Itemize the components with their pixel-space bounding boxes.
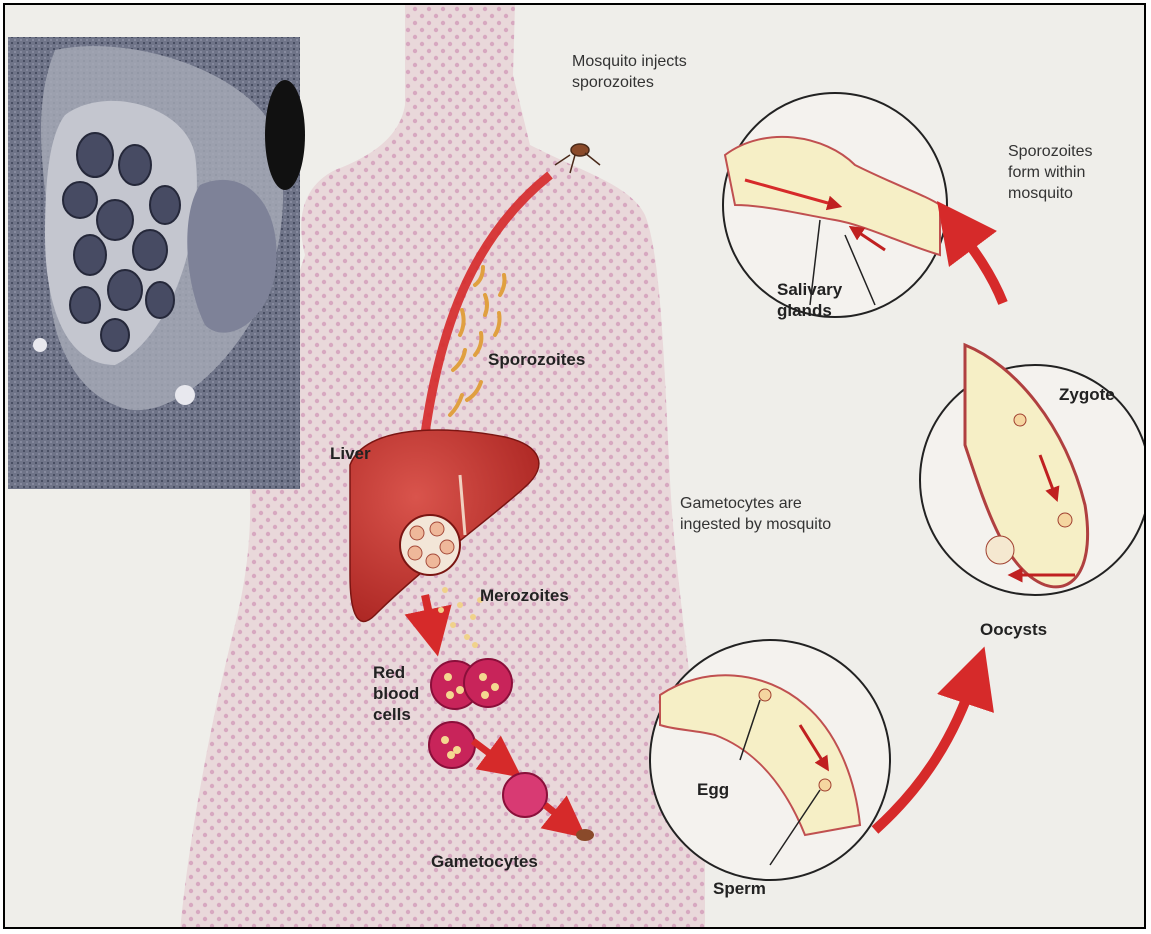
electron-micrograph <box>8 37 305 489</box>
sporozoites-label: Sporozoites <box>488 349 585 370</box>
midgut-inset <box>920 345 1146 595</box>
label-line: Salivary <box>777 279 842 300</box>
liver-label: Liver <box>330 443 371 464</box>
merozoites-label: Merozoites <box>480 585 569 606</box>
cycle-arrow-midgut-to-gland <box>955 225 1003 303</box>
zygote-label: Zygote <box>1059 384 1115 405</box>
mosquito-injects-caption: Mosquito injects sporozoites <box>572 51 687 93</box>
label-line: glands <box>777 300 842 321</box>
gut-fertilization-inset <box>650 640 890 880</box>
liver-cell-cluster <box>400 515 460 575</box>
caption-line: sporozoites <box>572 72 687 93</box>
red-blood-cells-label: Red blood cells <box>373 662 419 725</box>
label-line: blood <box>373 683 419 704</box>
caption-line: Mosquito injects <box>572 51 687 72</box>
sporozoites-form-caption: Sporozoites form within mosquito <box>1008 141 1093 204</box>
label-line: Red <box>373 662 419 683</box>
label-line: cells <box>373 704 419 725</box>
figure-frame: Mosquito injects sporozoites Sporozoites… <box>3 3 1146 929</box>
gametocytes-ingested-caption: Gametocytes are ingested by mosquito <box>680 493 831 535</box>
egg-label: Egg <box>697 779 729 800</box>
salivary-glands-label: Salivary glands <box>777 279 842 321</box>
sperm-label: Sperm <box>713 878 766 899</box>
caption-line: Gametocytes are <box>680 493 831 514</box>
caption-line: Sporozoites <box>1008 141 1093 162</box>
caption-line: mosquito <box>1008 183 1093 204</box>
gametocytes-label: Gametocytes <box>431 851 538 872</box>
oocysts-label: Oocysts <box>980 619 1047 640</box>
caption-line: ingested by mosquito <box>680 514 831 535</box>
malaria-lifecycle-illustration <box>5 5 1146 929</box>
caption-line: form within <box>1008 162 1093 183</box>
